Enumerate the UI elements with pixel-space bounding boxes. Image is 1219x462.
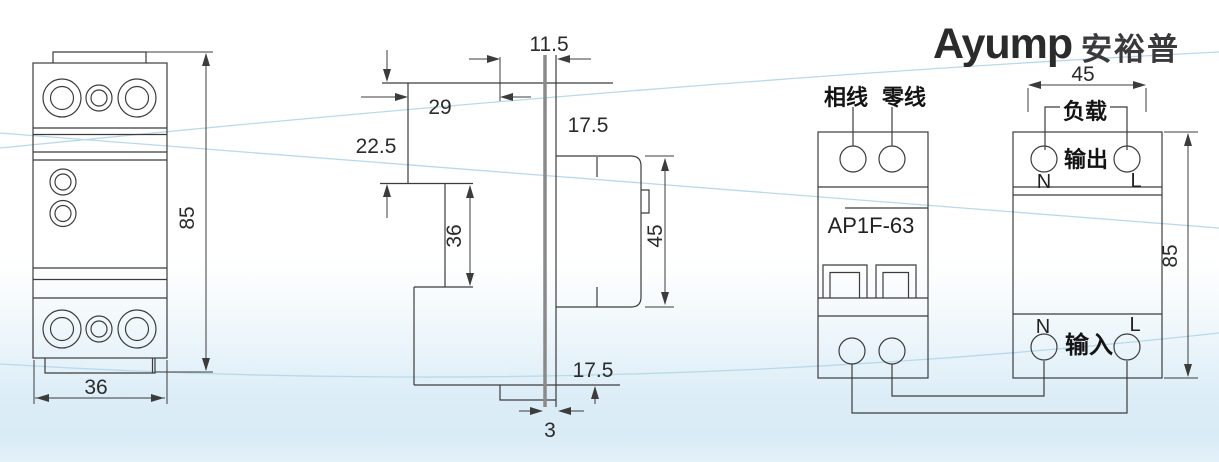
wire-to-l-terminal	[851, 361, 1128, 414]
output-terminal-left	[838, 337, 866, 365]
load-label: 负载	[1063, 99, 1107, 124]
load-width-dimension	[1027, 84, 1147, 112]
arrowhead	[591, 386, 599, 399]
input-label: 输入	[1065, 331, 1113, 359]
bottom-mount-tab	[44, 358, 156, 374]
load-bracket-lines	[1044, 106, 1128, 150]
side-body-outline	[556, 155, 642, 308]
side-upper-right-dim: 17.5	[568, 114, 609, 137]
side-view: 11.5 29 22.5 17.5 36 45 17.5 3	[356, 33, 674, 442]
arrowhead	[36, 394, 49, 402]
bottom-terminal-holes	[42, 309, 157, 349]
arrowhead	[395, 93, 408, 101]
side-lower-right-dim: 17.5	[573, 359, 614, 382]
top-mount-tab	[52, 51, 147, 63]
arrowhead	[466, 273, 474, 286]
side-upper-width-dim: 29	[428, 96, 451, 119]
arrowhead	[151, 394, 164, 402]
front-height-dim: 85	[176, 206, 199, 229]
arrowhead	[466, 185, 474, 198]
background-swoosh-lines	[0, 51, 1219, 378]
side-mid-height-dim: 36	[443, 224, 466, 247]
output-l-label: L	[1130, 170, 1141, 192]
dimension-arrowheads	[36, 53, 1192, 415]
arrowhead	[1133, 81, 1146, 89]
input-l-terminal	[1113, 333, 1141, 361]
arrowhead	[383, 184, 391, 197]
side-clip-tab	[641, 189, 650, 214]
phase-wire-label: 相线	[824, 85, 868, 110]
load-box-section-lines	[1013, 186, 1162, 315]
side-upper-height-dim: 22.5	[356, 135, 397, 158]
input-l-label: L	[1129, 314, 1140, 336]
output-n-terminal	[1030, 145, 1058, 173]
arrowhead	[1184, 364, 1192, 377]
body-section-lines	[33, 127, 167, 299]
terminal-leader-lines	[852, 107, 893, 146]
arrowhead	[530, 407, 543, 415]
side-profile-outline	[380, 82, 620, 401]
load-width-dim: 45	[1071, 63, 1094, 86]
load-height-dimension	[1164, 131, 1198, 379]
wiring-load-box: 负载 输出 N L N L 输入 45 85	[851, 63, 1198, 414]
brand-name-latin: Ayump	[933, 20, 1072, 68]
load-box-outline	[1012, 131, 1163, 379]
side-rail-thickness-dim: 3	[544, 419, 556, 442]
input-n-terminal	[1030, 333, 1058, 361]
input-n-label: N	[1036, 316, 1050, 338]
swoosh-line	[0, 132, 1219, 229]
arrowhead	[558, 407, 571, 415]
wiring-device-box: 相线 零线 AP1F-63	[817, 85, 929, 379]
middle-indicator-holes	[49, 168, 77, 228]
wire-to-n-terminal	[891, 361, 1045, 397]
brand-name-cjk: 安裕普	[1081, 32, 1180, 67]
brand-logo: Ayump 安裕普	[933, 20, 1180, 68]
arrowhead	[383, 69, 391, 82]
model-number-label: AP1F-63	[828, 213, 915, 238]
arrowhead	[500, 93, 513, 101]
output-terminal-right	[878, 337, 906, 365]
arrowhead	[1184, 133, 1192, 146]
device-box-section-lines	[818, 186, 928, 317]
arrowhead	[661, 292, 669, 305]
neutral-wire-label: 零线	[881, 85, 926, 110]
swoosh-line	[0, 332, 1219, 378]
arrowhead	[661, 158, 669, 171]
top-terminal-holes	[42, 78, 157, 118]
side-top-width-dim: 11.5	[529, 33, 568, 56]
side-dimension-lines	[361, 50, 674, 412]
output-n-label: N	[1037, 171, 1051, 193]
load-height-dim: 85	[1159, 244, 1182, 267]
width-dimension-lines	[33, 360, 168, 404]
output-label: 输出	[1064, 147, 1108, 172]
phase-terminal	[839, 145, 867, 173]
swoosh-line	[0, 51, 1219, 149]
arrowhead	[557, 55, 570, 63]
device-box-outline	[817, 131, 929, 379]
front-view: 85 36	[32, 51, 213, 404]
device-body-outline	[32, 62, 168, 359]
switch-handles	[822, 264, 917, 298]
neutral-terminal	[878, 145, 906, 173]
height-dimension-lines	[146, 51, 213, 373]
arrowhead	[202, 358, 210, 371]
arrowhead	[202, 53, 210, 66]
arrowhead	[1028, 81, 1041, 89]
arrowhead	[487, 55, 500, 63]
side-body-height-dim: 45	[644, 224, 667, 247]
front-width-dim: 36	[84, 376, 107, 399]
